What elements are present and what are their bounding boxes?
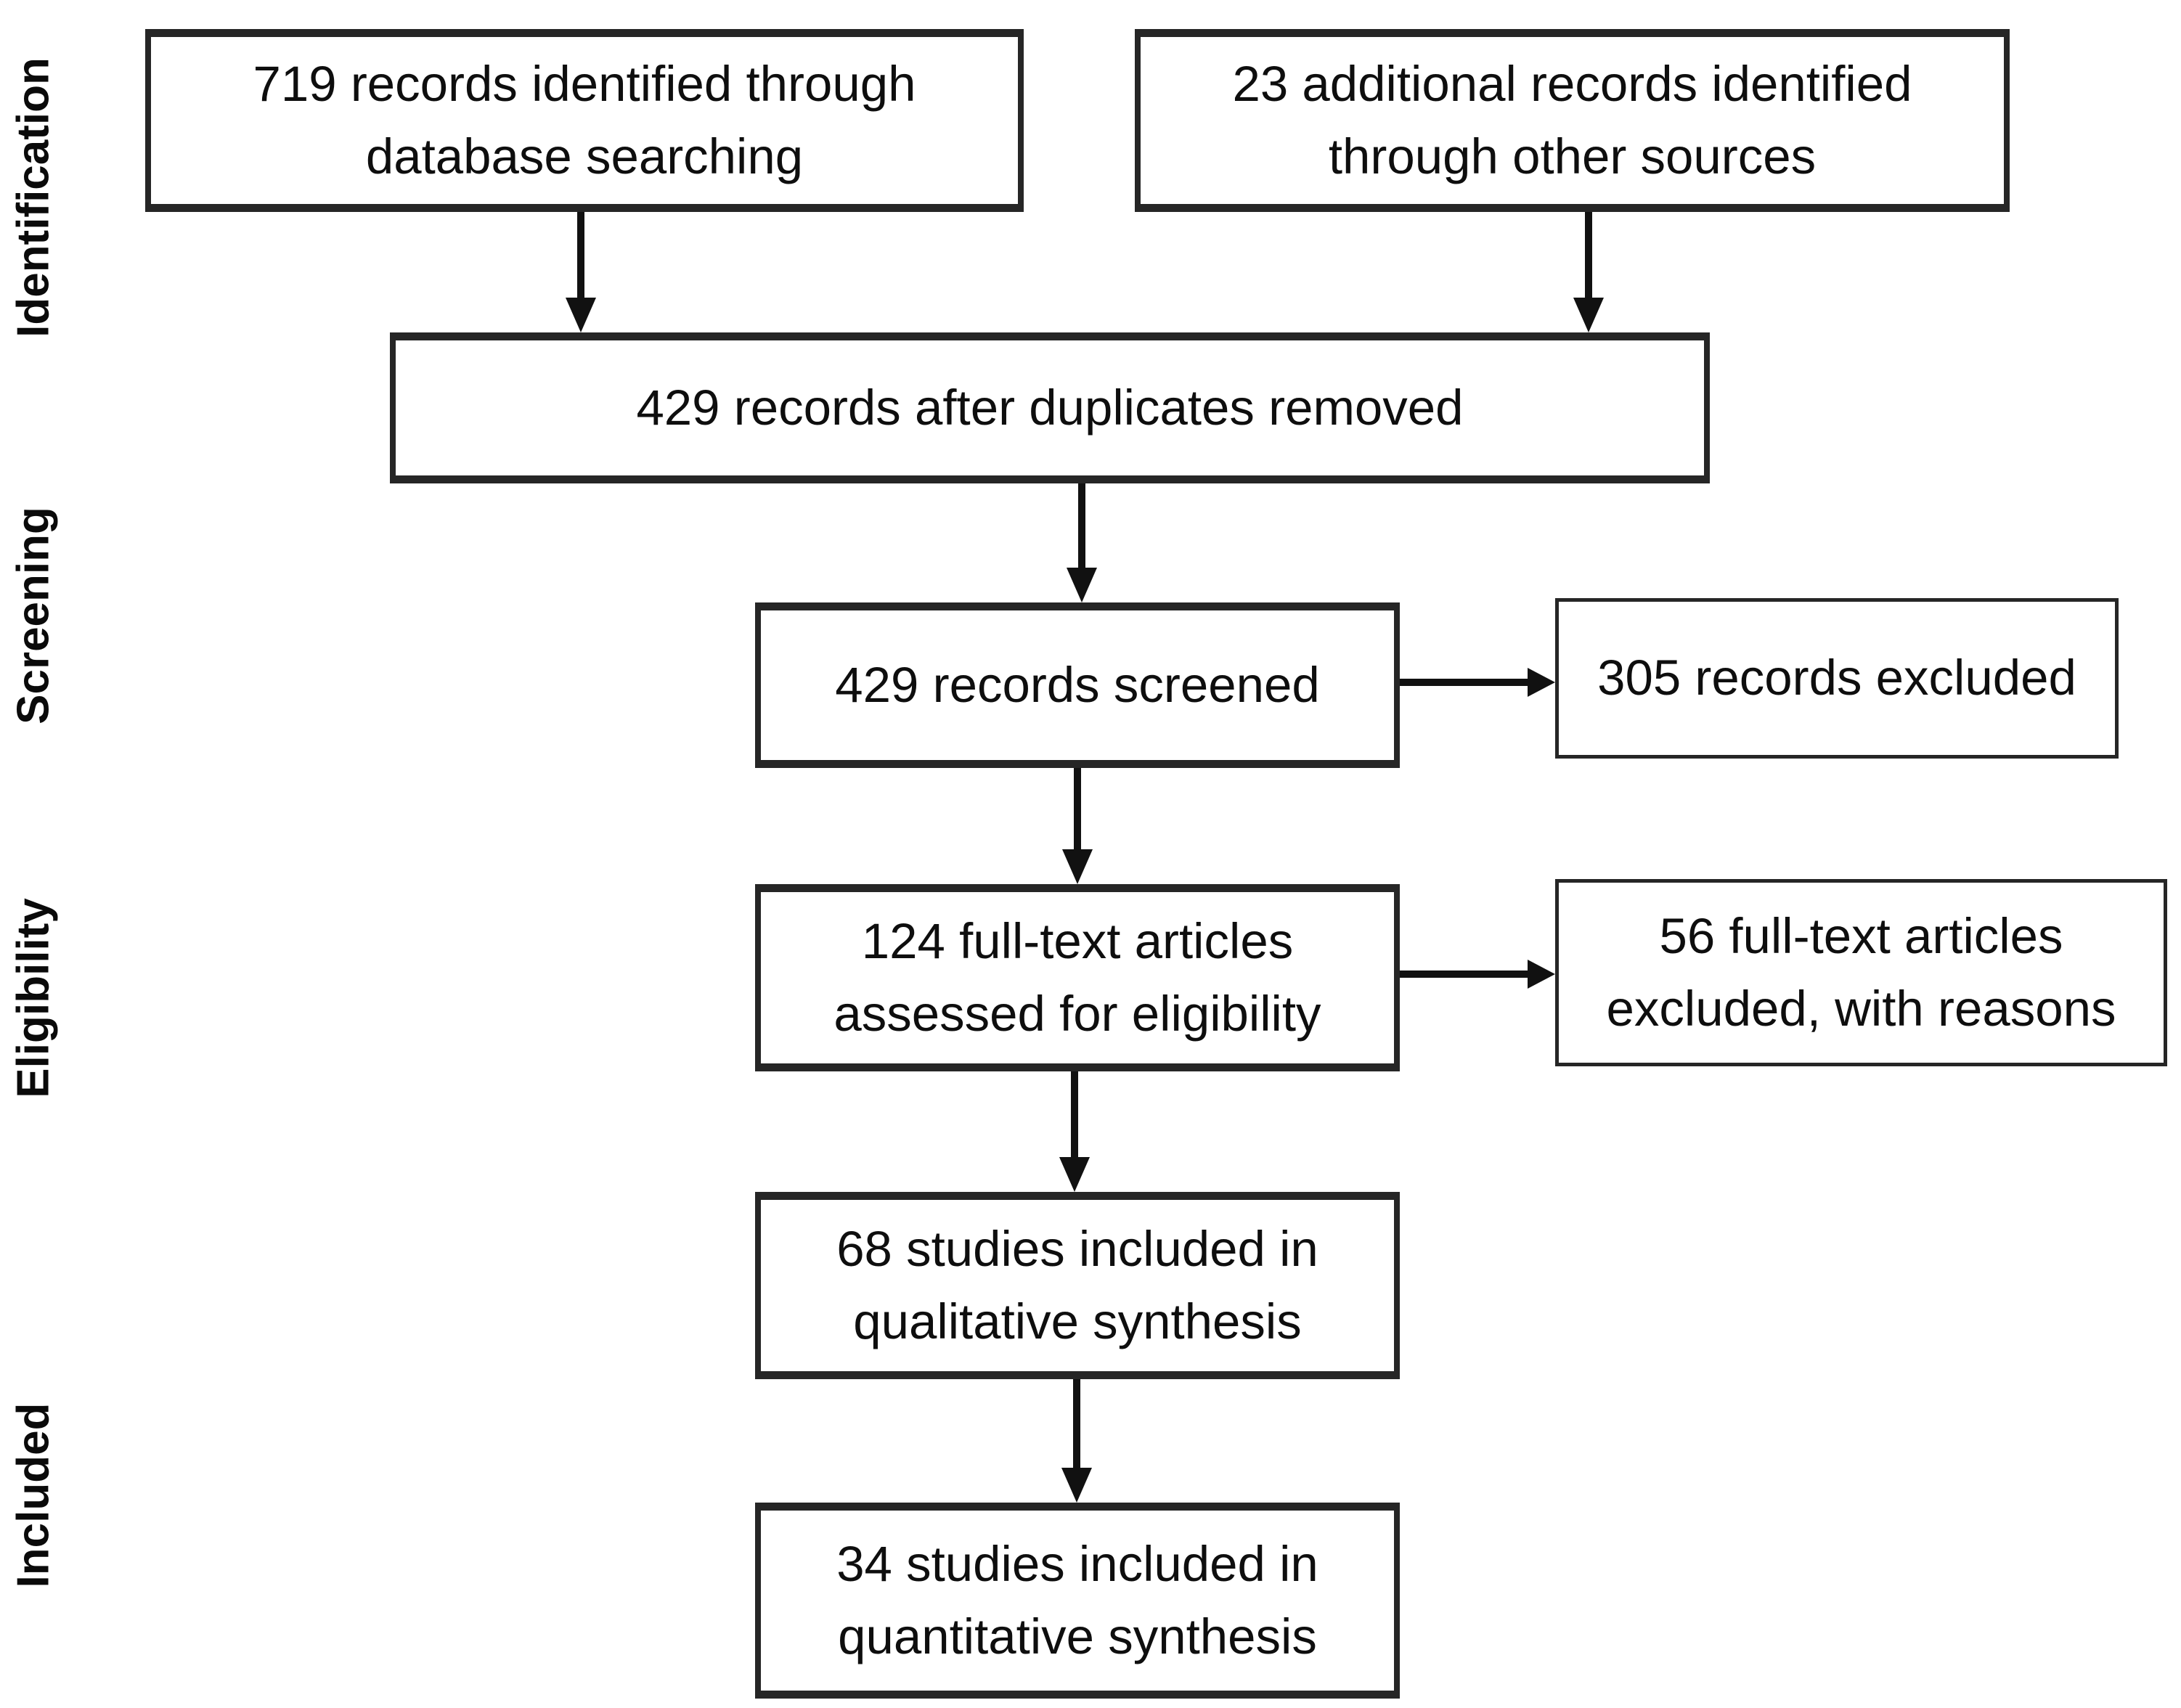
box-text-quantitative-synthesis: 34 studies included in quantitative synt… bbox=[836, 1535, 1318, 1664]
arrow-shaft bbox=[1073, 1379, 1080, 1471]
arrow-identified-other-to-after-duplicates bbox=[1573, 212, 1604, 332]
stage-label-identification: Identification bbox=[8, 57, 59, 338]
arrow-right-head-icon bbox=[1528, 668, 1555, 697]
box-qualitative-synthesis: 68 studies included in qualitative synth… bbox=[755, 1192, 1400, 1379]
arrow-fulltext-assessed-to-fulltext-excluded bbox=[1400, 960, 1555, 989]
arrow-down-head-icon bbox=[1062, 849, 1093, 884]
box-fulltext-excluded: 56 full-text articles excluded, with rea… bbox=[1555, 879, 2167, 1066]
arrow-screened-to-fulltext-assessed bbox=[1062, 768, 1093, 884]
arrow-down-head-icon bbox=[1061, 1468, 1092, 1503]
stage-label-eligibility: Eligibility bbox=[8, 898, 59, 1098]
stage-label-screening: Screening bbox=[8, 507, 59, 724]
box-text-records-excluded: 305 records excluded bbox=[1597, 650, 2076, 706]
box-records-after-duplicates-removed: 429 records after duplicates removed bbox=[390, 332, 1710, 483]
box-quantitative-synthesis: 34 studies included in quantitative synt… bbox=[755, 1503, 1400, 1699]
arrow-fulltext-assessed-to-qualitative bbox=[1059, 1071, 1090, 1192]
box-fulltext-assessed: 124 full-text articles assessed for elig… bbox=[755, 884, 1400, 1071]
box-records-identified-other-sources: 23 additional records identified through… bbox=[1135, 29, 2010, 212]
arrow-shaft bbox=[1585, 212, 1592, 301]
arrow-identified-db-to-after-duplicates bbox=[566, 212, 596, 332]
box-text-records-after-duplicates-removed: 429 records after duplicates removed bbox=[636, 379, 1464, 436]
arrow-shaft bbox=[1400, 971, 1530, 978]
arrow-shaft bbox=[577, 212, 584, 301]
arrow-after-duplicates-to-screened bbox=[1067, 483, 1097, 602]
box-records-excluded: 305 records excluded bbox=[1555, 598, 2119, 759]
arrow-down-head-icon bbox=[1573, 298, 1604, 332]
arrow-shaft bbox=[1400, 679, 1530, 686]
arrow-down-head-icon bbox=[1067, 568, 1097, 602]
box-text-records-identified-database: 719 records identified through database … bbox=[253, 55, 916, 184]
arrow-down-head-icon bbox=[1059, 1157, 1090, 1192]
box-text-records-screened: 429 records screened bbox=[835, 656, 1320, 713]
arrow-down-head-icon bbox=[566, 298, 596, 332]
arrow-screened-to-records-excluded bbox=[1400, 668, 1555, 697]
box-records-identified-database: 719 records identified through database … bbox=[145, 29, 1024, 212]
box-text-fulltext-assessed: 124 full-text articles assessed for elig… bbox=[833, 912, 1321, 1042]
arrow-shaft bbox=[1078, 483, 1085, 571]
arrow-shaft bbox=[1074, 768, 1081, 852]
box-text-fulltext-excluded: 56 full-text articles excluded, with rea… bbox=[1606, 907, 2116, 1037]
stage-label-included: Included bbox=[8, 1402, 59, 1588]
arrow-right-head-icon bbox=[1528, 960, 1555, 989]
arrow-qualitative-to-quantitative bbox=[1061, 1379, 1092, 1503]
box-text-qualitative-synthesis: 68 studies included in qualitative synth… bbox=[836, 1220, 1318, 1349]
box-records-screened: 429 records screened bbox=[755, 602, 1400, 768]
box-text-records-identified-other-sources: 23 additional records identified through… bbox=[1232, 55, 1912, 184]
arrow-shaft bbox=[1071, 1071, 1078, 1160]
